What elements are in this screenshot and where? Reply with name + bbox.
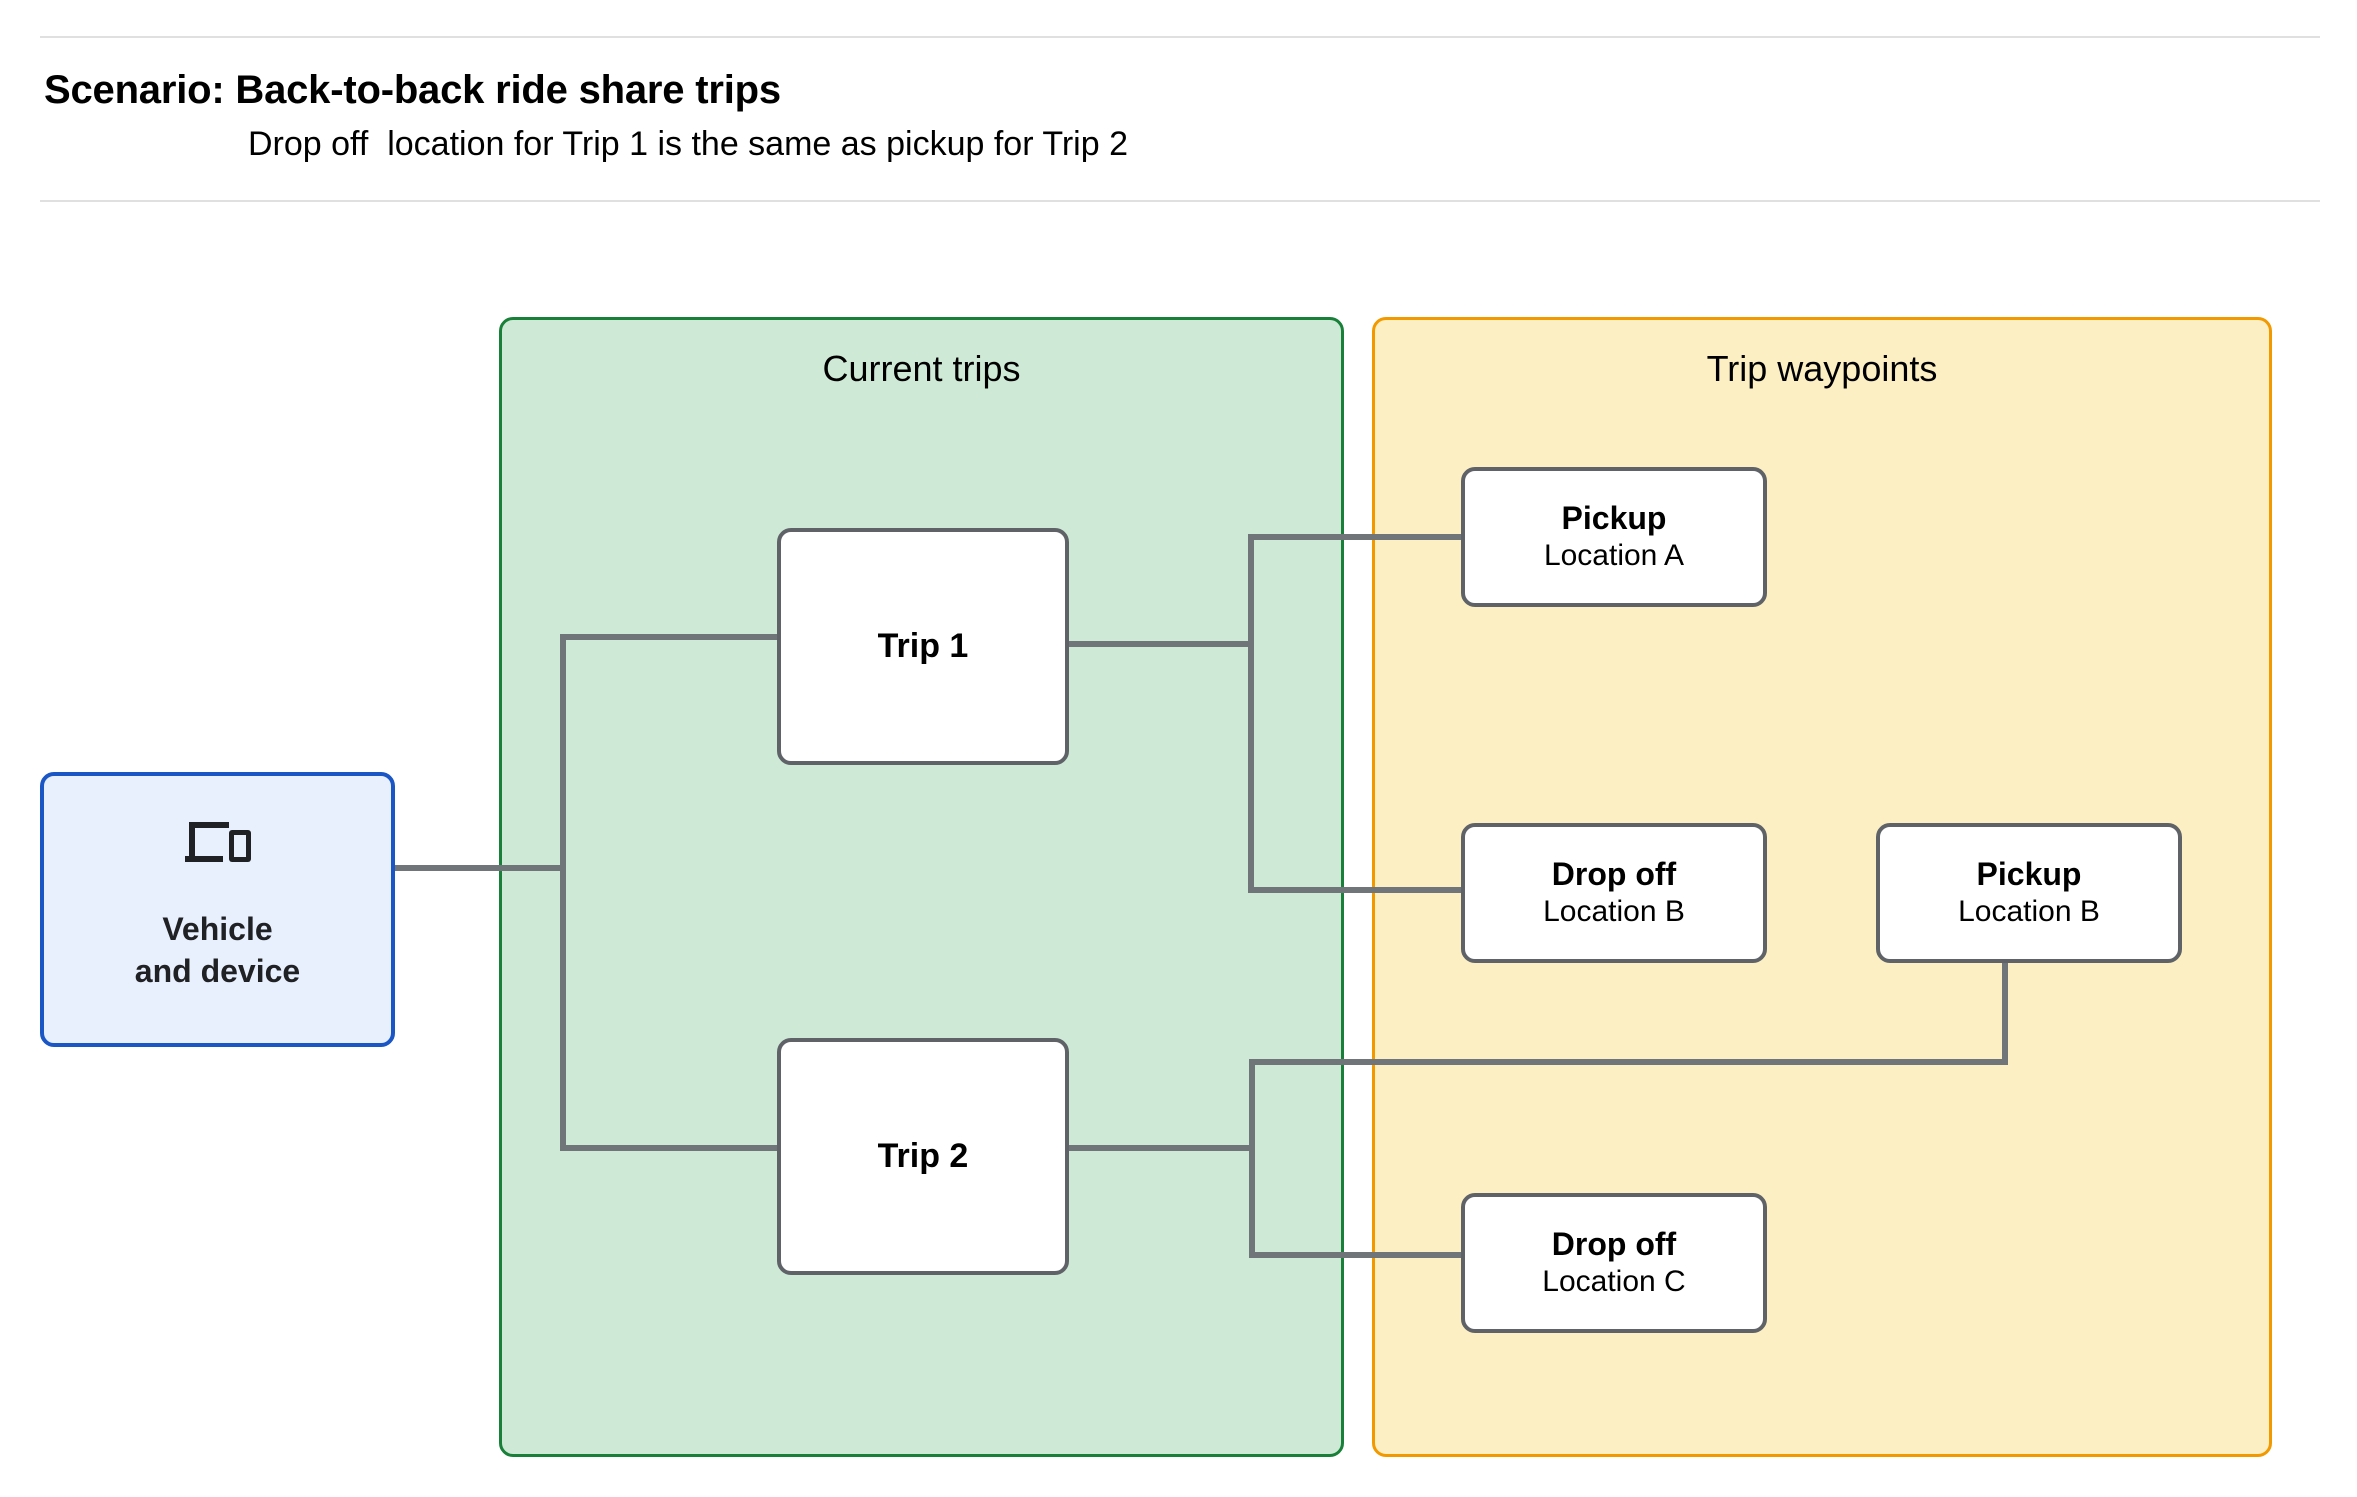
node-dropoff-c-title: Drop off [1551, 1226, 1677, 1263]
node-trip-1[interactable]: Trip 1 [777, 528, 1069, 765]
node-dropoff-location-b[interactable]: Drop off Location B [1461, 823, 1767, 963]
page-title: Scenario: Back-to-back ride share trips [44, 68, 781, 112]
node-vehicle-and-device[interactable]: Vehicle and device [40, 772, 395, 1047]
header-divider-bottom [40, 200, 2320, 202]
group-trip-waypoints-title: Trip waypoints [1706, 348, 1938, 389]
node-pickup-a-title: Pickup [1561, 500, 1667, 537]
page-subtitle: Drop off location for Trip 1 is the same… [248, 125, 1128, 163]
node-pickup-a-location: Location A [1543, 539, 1685, 573]
header-divider-top [40, 36, 2320, 38]
node-dropoff-b-location: Location B [1543, 895, 1685, 929]
node-pickup-location-b[interactable]: Pickup Location B [1876, 823, 2182, 963]
node-pickup-location-a[interactable]: Pickup Location A [1461, 467, 1767, 607]
group-current-trips: Current trips [499, 317, 1344, 1457]
node-dropoff-b-title: Drop off [1551, 856, 1677, 893]
node-pickup-b-title: Pickup [1976, 856, 2082, 893]
node-dropoff-c-location: Location C [1542, 1265, 1686, 1299]
node-pickup-b-location: Location B [1958, 895, 2100, 929]
node-dropoff-location-c[interactable]: Drop off Location C [1461, 1193, 1767, 1333]
node-trip-1-label: Trip 1 [877, 627, 969, 666]
node-trip-2[interactable]: Trip 2 [777, 1038, 1069, 1275]
devices-icon [184, 818, 251, 873]
group-current-trips-title: Current trips [822, 348, 1021, 389]
vehicle-and-device-label: Vehicle and device [134, 911, 301, 989]
node-trip-2-label: Trip 2 [877, 1137, 969, 1176]
